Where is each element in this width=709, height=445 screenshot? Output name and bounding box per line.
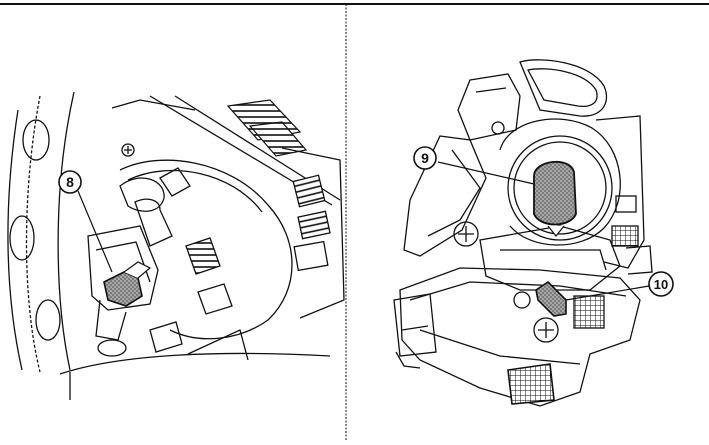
right-panel-illustration: [393, 59, 653, 407]
component-8-highlight: [103, 261, 152, 307]
component-9-highlight: [533, 160, 577, 237]
left-panel-illustration: [7, 91, 345, 400]
callout-10: 10: [565, 271, 674, 301]
callout-8-label: 8: [66, 174, 74, 190]
frame: [0, 3, 709, 440]
callout-10-label: 10: [654, 277, 668, 292]
bottom-grille: [507, 363, 555, 405]
callout-8: 8: [58, 170, 113, 273]
callout-9-label: 9: [421, 150, 429, 166]
component-10-highlight: [535, 280, 567, 317]
callout-9: 9: [413, 146, 535, 185]
